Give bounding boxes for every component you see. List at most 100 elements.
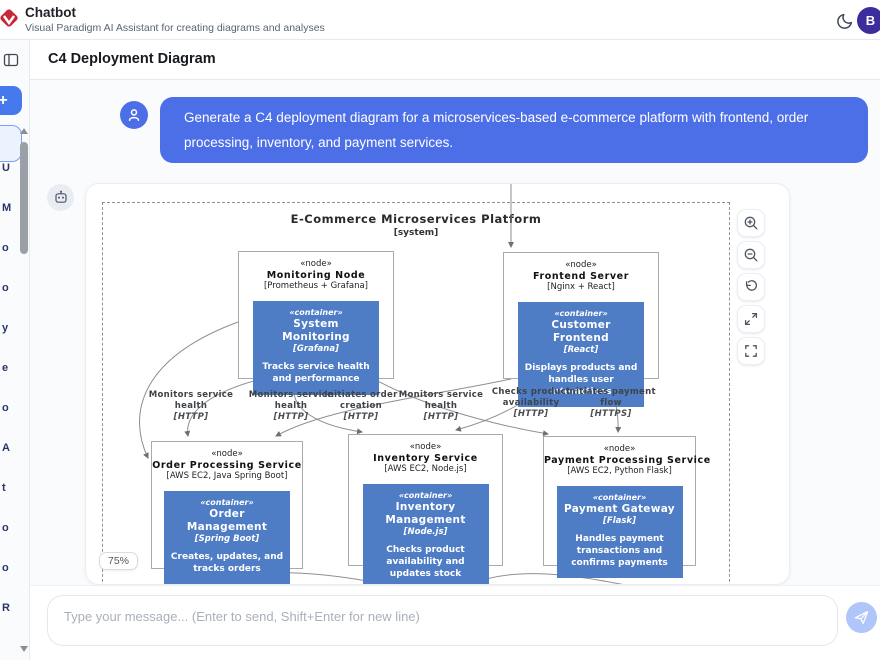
container-tech: [Flask] xyxy=(603,516,636,527)
container-tech: [Spring Boot] xyxy=(194,534,260,545)
node-stereotype: «node» xyxy=(409,442,442,452)
container-desc: Creates, updates, and tracks orders xyxy=(170,552,284,574)
composer-bar xyxy=(30,585,880,660)
node-tech: [AWS EC2, Java Spring Boot] xyxy=(166,471,288,481)
container-name: Order Management xyxy=(186,508,268,534)
node-order-processing: «node» Order Processing Service [AWS EC2… xyxy=(151,441,303,584)
edge-label: Monitors service health[HTTP] xyxy=(398,390,484,423)
container-stereotype: «container» xyxy=(592,493,647,502)
zoom-in-button[interactable] xyxy=(737,209,765,237)
new-chat-button[interactable]: + xyxy=(0,86,22,115)
container-stereotype: «container» xyxy=(200,498,254,507)
sidebar-item[interactable]: o xyxy=(2,242,9,254)
node-stereotype: «node» xyxy=(603,444,636,454)
user-avatar xyxy=(120,101,148,129)
sidebar-item[interactable]: M xyxy=(2,202,12,214)
sidebar-item[interactable]: t xyxy=(2,482,6,494)
sidebar-item[interactable]: o xyxy=(2,562,9,574)
node-frontend-server: «node» Frontend Server [Nginx + React] «… xyxy=(503,252,659,408)
node-name: Inventory Service xyxy=(373,453,478,464)
sidebar-item[interactable]: o xyxy=(2,522,9,534)
container-name: Payment Gateway xyxy=(564,503,675,515)
sidebar-item[interactable]: o xyxy=(2,282,9,294)
user-account-avatar[interactable]: B xyxy=(857,7,880,34)
edge-label: Initiates order creation[HTTP] xyxy=(324,390,398,423)
node-tech: [Prometheus + Grafana] xyxy=(263,281,368,291)
node-name: Monitoring Node xyxy=(266,270,366,281)
container-stereotype: «container» xyxy=(554,309,608,318)
panel-toggle-icon xyxy=(3,52,21,68)
container-stereotype: «container» xyxy=(289,308,343,317)
expand-arrows-icon xyxy=(743,311,759,327)
sidebar-scrollbar-thumb[interactable] xyxy=(20,142,28,254)
edge-label: Initiates payment flow[HTTPS] xyxy=(566,387,656,420)
chat-scroll-area[interactable]: Generate a C4 deployment diagram for a m… xyxy=(30,80,880,585)
container-tech: [Node.js] xyxy=(403,527,448,538)
send-button[interactable] xyxy=(846,602,877,633)
app-subtitle: Visual Paradigm AI Assistant for creatin… xyxy=(25,22,325,34)
container-payment-gateway: «container» Payment Gateway [Flask] Hand… xyxy=(556,486,683,579)
expand-button[interactable] xyxy=(737,305,765,333)
zoom-in-icon xyxy=(743,215,759,231)
zoom-out-icon xyxy=(743,247,759,263)
node-tech: [AWS EC2, Node.js] xyxy=(384,464,467,474)
scroll-up-arrow[interactable] xyxy=(20,128,28,134)
edge-label: Monitors service health[HTTP] xyxy=(248,390,334,423)
page-title: C4 Deployment Diagram xyxy=(48,51,216,67)
node-stereotype: «node» xyxy=(211,449,243,459)
diagram-controls xyxy=(737,209,765,369)
container-order-management: «container» Order Management [Spring Boo… xyxy=(164,491,290,584)
sidebar-toggle-button[interactable] xyxy=(3,51,21,69)
sidebar-item[interactable]: R xyxy=(2,602,10,614)
container-name: Customer Frontend xyxy=(551,319,611,345)
fullscreen-button[interactable] xyxy=(737,337,765,365)
node-inventory-service: «node» Inventory Service [AWS EC2, Node.… xyxy=(348,434,503,584)
diagram-subtitle: [system] xyxy=(393,228,439,238)
sidebar-item[interactable]: A xyxy=(2,442,10,454)
app-header: Chatbot Visual Paradigm AI Assistant for… xyxy=(0,0,880,40)
person-icon xyxy=(126,107,142,123)
scroll-down-arrow[interactable] xyxy=(20,646,28,652)
container-tech: [React] xyxy=(563,345,599,356)
node-stereotype: «node» xyxy=(300,259,332,269)
container-desc: Handles payment transactions and confirm… xyxy=(571,534,668,568)
container-tech: [Grafana] xyxy=(293,344,339,355)
container-desc: Checks product availability and updates … xyxy=(386,545,465,579)
assistant-avatar xyxy=(47,184,74,211)
reset-icon xyxy=(743,279,759,295)
system-boundary xyxy=(102,202,730,584)
sidebar-item[interactable]: U xyxy=(2,162,10,174)
node-name: Order Processing Service xyxy=(152,460,302,471)
dark-mode-toggle[interactable] xyxy=(836,9,860,33)
visual-paradigm-logo-icon xyxy=(0,5,21,35)
node-tech: [AWS EC2, Python Flask] xyxy=(567,466,672,476)
message-input[interactable] xyxy=(47,595,838,646)
node-payment-processing: «node» Payment Processing Service [AWS E… xyxy=(543,436,711,579)
edge-label: Monitors service health[HTTP] xyxy=(148,390,234,423)
zoom-out-button[interactable] xyxy=(737,241,765,269)
edge-label: Checks product availability[HTTP] xyxy=(491,387,571,420)
sidebar-item[interactable]: y xyxy=(2,322,9,334)
sidebar-item[interactable]: e xyxy=(2,362,9,374)
zoom-level-badge: 75% xyxy=(99,552,139,570)
robot-icon xyxy=(53,190,69,206)
container-name: Inventory Management xyxy=(385,501,466,527)
moon-icon xyxy=(836,12,860,30)
fullscreen-icon xyxy=(743,343,759,359)
diagram-title: E-Commerce Microservices Platform xyxy=(290,212,542,226)
reset-view-button[interactable] xyxy=(737,273,765,301)
node-tech: [Nginx + React] xyxy=(547,282,615,292)
app-title: Chatbot xyxy=(25,5,76,20)
node-stereotype: «node» xyxy=(565,260,597,270)
container-desc: Displays products and handles user inter… xyxy=(524,363,638,397)
container-inventory-management: «container» Inventory Management [Node.j… xyxy=(362,484,489,584)
diagram-viewport[interactable]: E-Commerce Microservices Platform [syste… xyxy=(85,183,790,585)
sidebar-item[interactable]: o xyxy=(2,402,9,414)
container-desc: Tracks service health and performance xyxy=(262,362,370,384)
container-system-monitoring: «container» System Monitoring [Grafana] … xyxy=(253,301,379,395)
user-message-bubble: Generate a C4 deployment diagram for a m… xyxy=(160,97,868,163)
sidebar-item-list: U M o o y e o A t o o R xyxy=(2,148,11,628)
node-name: Frontend Server xyxy=(532,271,629,282)
main-area: C4 Deployment Diagram Generate a C4 depl… xyxy=(30,40,880,660)
node-name: Payment Processing Service xyxy=(544,455,711,466)
